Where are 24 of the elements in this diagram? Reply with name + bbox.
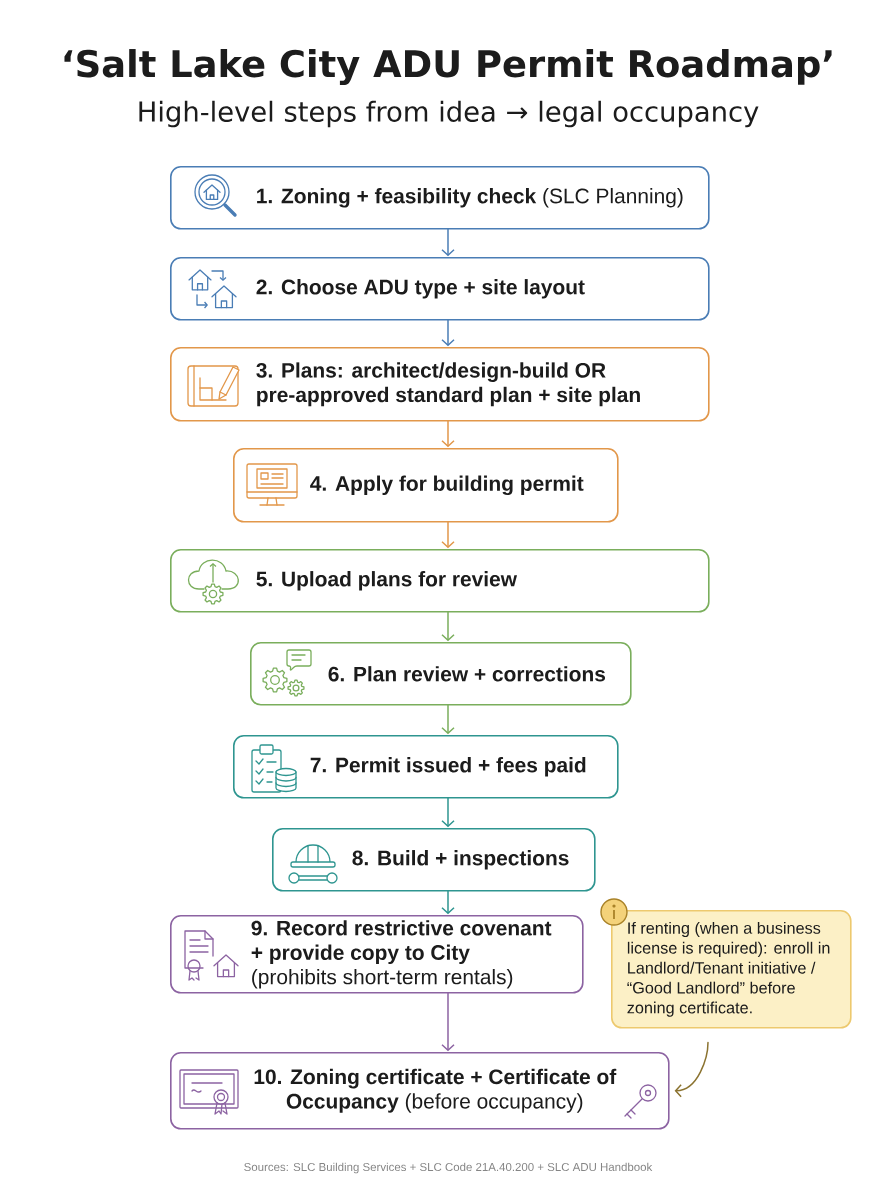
step-box: 1. Zoning + feasibility check (SLC Planning) [170,166,710,230]
step-box: 10. Zoning certificate + Certificate of Occupancy (before occupancy) [170,1052,670,1130]
arrow [441,319,455,347]
step-box: 6. Plan review + corrections [250,642,632,706]
curved-arrow [674,1041,709,1098]
arrow [441,611,455,642]
note-box: If renting (when a business license is required): enroll in Landlord/Tenant initiative / “Good Landlord” before zoning certificate. [611,910,852,1029]
subtitle: High-level steps from idea → legal occupancy [139,100,759,128]
step-box: 2. Choose ADU type + site layout [170,257,710,321]
step-box: 4. Apply for building permit [233,448,619,523]
step-box: 5. Upload plans for review [170,549,710,613]
arrow [441,890,455,915]
arrow [441,521,455,549]
arrow [441,420,455,448]
arrow [441,797,455,828]
step-box: 9. Record restrictive covenant + provide copy to City (prohibits short-term rentals) [170,915,584,994]
step-box: 8. Build + inspections [272,828,596,892]
step-box: 7. Permit issued + fees paid [233,735,619,799]
title: ‘Salt Lake City ADU Permit Roadmap’ [64,49,832,85]
arrow [441,704,455,735]
step-box: 3. Plans: architect/design-build OR pre-approved standard plan + site plan [170,347,710,422]
arrow [441,228,455,257]
arrow [441,992,455,1052]
source-note: Sources: SLC Building Services + SLC Code 21A.40.200 + SLC ADU Handbook [244,1162,653,1174]
